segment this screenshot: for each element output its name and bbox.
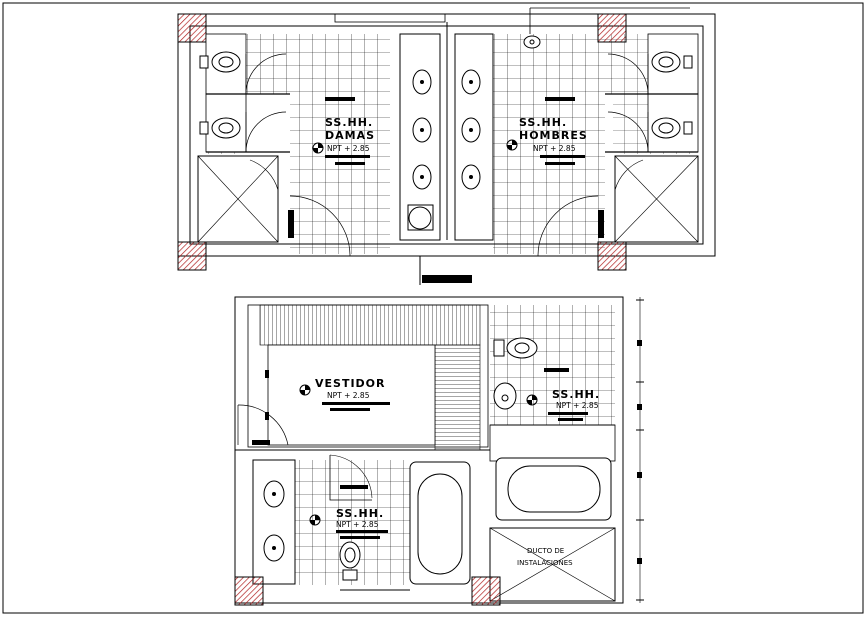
level-marker-icon — [506, 139, 518, 151]
column — [597, 241, 627, 271]
column — [177, 241, 207, 271]
damas-floor-tiles — [290, 34, 390, 254]
level-sshh-right: NPT + 2.85 — [556, 401, 599, 410]
level-marker-icon — [312, 142, 324, 154]
vestidor-wardrobe-top — [259, 304, 481, 346]
column — [234, 576, 264, 606]
sinks-right — [461, 69, 481, 190]
label-damas-2: DAMAS — [325, 129, 375, 142]
toilet-icon — [493, 337, 538, 359]
sink-icon — [263, 480, 285, 508]
vestidor-wardrobe-side — [434, 344, 481, 451]
toilet-icon — [651, 117, 693, 139]
label-vestidor: VESTIDOR — [315, 377, 386, 390]
sinks-left — [412, 69, 432, 190]
sink-icon — [493, 382, 517, 410]
urinal-icon — [523, 35, 541, 49]
label-sshh-right: SS.HH. — [552, 388, 600, 401]
label-hombres-1: SS.HH. — [519, 116, 567, 129]
level-damas: NPT + 2.85 — [327, 144, 370, 153]
label-ducto-2: INSTALACIONES — [517, 559, 573, 567]
label-damas-1: SS.HH. — [325, 116, 373, 129]
column — [597, 13, 627, 43]
sink-icon — [263, 534, 285, 562]
level-sshh-bottom: NPT + 2.85 — [336, 520, 379, 529]
bottom-plan: VESTIDOR NPT + 2.85 SS.HH. NPT + 2.85 SS… — [234, 296, 644, 606]
level-hombres: NPT + 2.85 — [533, 144, 576, 153]
toilet-icon — [199, 117, 241, 139]
label-ducto-1: DUCTO DE — [527, 547, 564, 555]
floor-drain-icon — [408, 206, 432, 230]
toilet-icon — [199, 51, 241, 73]
level-marker-icon — [309, 514, 321, 526]
column — [177, 13, 207, 43]
level-marker-icon — [526, 394, 538, 406]
level-vestidor: NPT + 2.85 — [327, 391, 370, 400]
top-plan: SS.HH. DAMAS NPT + 2.85 SS.HH. HOMBRES N… — [177, 7, 716, 285]
column — [471, 576, 501, 606]
toilet-icon — [651, 51, 693, 73]
toilet-icon — [339, 541, 361, 581]
level-marker-icon — [299, 384, 311, 396]
label-sshh-bottom: SS.HH. — [336, 507, 384, 520]
hombres-floor-tiles — [493, 34, 605, 254]
label-hombres-2: HOMBRES — [519, 129, 588, 142]
sink-counter-bottom — [252, 459, 296, 585]
